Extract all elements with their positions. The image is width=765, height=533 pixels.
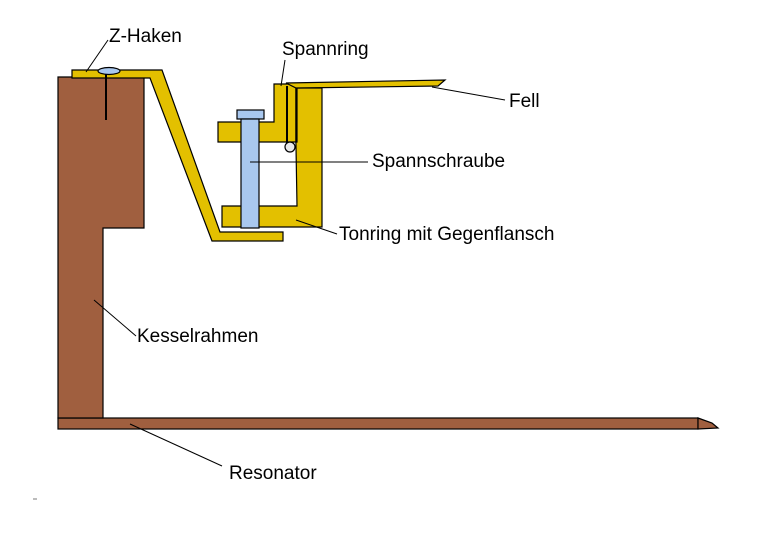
label-tonring: Tonring mit Gegenflansch [339, 224, 554, 245]
z-haken [71, 66, 284, 242]
fell [285, 79, 447, 142]
label-fell: Fell [509, 91, 540, 112]
leader-fell [431, 86, 506, 101]
kesselrahmen [57, 76, 145, 419]
leader-tonring [295, 219, 338, 235]
leader-z-haken [85, 39, 109, 73]
leader-spannring [280, 59, 286, 87]
spannschraube [236, 86, 296, 229]
label-z-haken: Z-Haken [109, 26, 182, 47]
tonring [221, 87, 323, 228]
label-resonator: Resonator [229, 463, 317, 484]
leader-resonator [129, 423, 223, 467]
resonator [57, 417, 720, 430]
label-spannschraube: Spannschraube [372, 151, 505, 172]
leader-kesselrahmen [93, 299, 137, 337]
label-kesselrahmen: Kesselrahmen [137, 326, 258, 347]
label-spannring: Spannring [282, 39, 369, 60]
